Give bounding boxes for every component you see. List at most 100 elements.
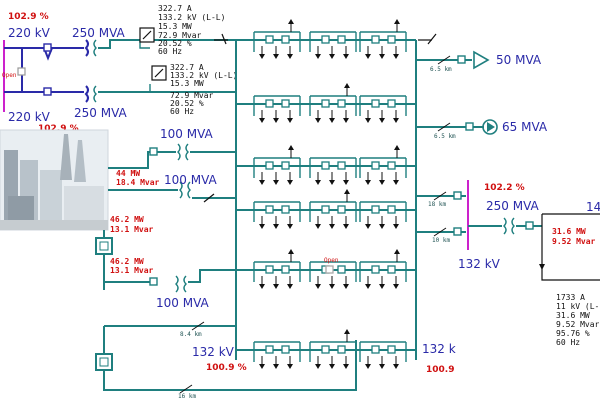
bay-breaker[interactable] xyxy=(265,35,274,44)
load-arrow-icon xyxy=(343,216,349,229)
feeder-bay xyxy=(359,145,407,185)
bay-breaker[interactable] xyxy=(371,99,380,108)
mid-breaker-b[interactable] xyxy=(453,227,462,236)
bay-breaker[interactable] xyxy=(321,35,330,44)
generation-arrow-icon xyxy=(394,145,400,158)
lower-switch-bottom[interactable] xyxy=(179,384,193,394)
bay-breaker[interactable] xyxy=(321,161,330,170)
load-arrow-icon xyxy=(365,216,371,229)
hv-bottom-pct: 102.9 % xyxy=(38,124,79,134)
load-50-symbol[interactable] xyxy=(437,50,490,70)
hv-breaker-top[interactable] xyxy=(43,43,52,52)
load-65-symbol[interactable] xyxy=(437,119,498,135)
bay-breaker[interactable] xyxy=(321,99,330,108)
load-arrow-icon xyxy=(329,216,335,229)
mid-km-b: 10 km xyxy=(432,237,450,244)
feeder-bay xyxy=(359,249,407,289)
load-arrow-icon xyxy=(329,172,335,185)
bay-breaker[interactable] xyxy=(337,345,346,354)
bay-breaker[interactable] xyxy=(281,265,290,274)
gen-switch-2[interactable] xyxy=(203,193,215,203)
bay-breaker[interactable] xyxy=(321,345,330,354)
bay-breaker[interactable] xyxy=(387,205,396,214)
bay-breaker[interactable] xyxy=(321,205,330,214)
feeder-bay xyxy=(253,341,301,369)
load-arrow-icon xyxy=(379,110,385,123)
gen-t1-mva: 100 MVA xyxy=(160,127,214,141)
switch-top-left[interactable] xyxy=(214,33,228,45)
load-arrow-icon xyxy=(343,356,349,369)
bay-breaker[interactable] xyxy=(337,265,346,274)
bay-breaker[interactable] xyxy=(337,205,346,214)
bay-breaker[interactable] xyxy=(265,99,274,108)
hv-breaker-bottom[interactable] xyxy=(43,87,52,96)
bay-breaker[interactable] xyxy=(281,205,290,214)
hv-tie-breaker[interactable] xyxy=(17,67,26,76)
gen-transformer-2[interactable] xyxy=(179,181,191,199)
gen-transformer-1[interactable] xyxy=(177,143,189,161)
bay-breaker[interactable] xyxy=(387,161,396,170)
generator-unit-2[interactable] xyxy=(95,353,113,371)
bay-breaker[interactable] xyxy=(387,99,396,108)
bay-breaker[interactable] xyxy=(281,35,290,44)
readout-2-pct: 20.52 % xyxy=(170,99,204,108)
lower-km-bottom: 16 km xyxy=(178,393,196,400)
bay-breaker[interactable] xyxy=(337,99,346,108)
bay-row xyxy=(236,189,416,229)
bay-breaker[interactable] xyxy=(387,265,396,274)
feeder-bay xyxy=(359,341,407,369)
bay-breaker[interactable] xyxy=(371,35,380,44)
gen-t3-mva: 100 MVA xyxy=(156,296,210,310)
readout-2-mw: 15.3 MW xyxy=(170,79,204,88)
mid-transformer[interactable] xyxy=(503,217,515,235)
bay-breaker[interactable] xyxy=(281,345,290,354)
readout-2: 322.7 A 133.2 kV (L-L) 15.3 MW 72.9 Mvar… xyxy=(170,63,237,116)
lower-pct-right: 100.9 xyxy=(426,365,454,375)
bay-row xyxy=(236,329,416,369)
generation-arrow-icon xyxy=(394,19,400,32)
bay-breaker[interactable] xyxy=(371,345,380,354)
gen-breaker-3[interactable] xyxy=(149,277,158,286)
bay-breaker[interactable] xyxy=(281,99,290,108)
hv-transformer-bottom[interactable] xyxy=(84,85,97,103)
bay-breaker[interactable] xyxy=(387,35,396,44)
bay-breaker[interactable] xyxy=(265,345,274,354)
feeder-bay xyxy=(253,249,301,289)
bay-breaker[interactable] xyxy=(281,161,290,170)
mid-km-a: 18 km xyxy=(428,201,446,208)
hv-open-label: Open xyxy=(2,72,17,79)
bay-breaker[interactable] xyxy=(371,265,380,274)
readout-1-pct: 20.52 % xyxy=(158,39,192,48)
lower-kv-left: 132 kV xyxy=(192,345,235,359)
load-65-mva: 65 MVA xyxy=(502,120,548,134)
mid-switch-a[interactable] xyxy=(433,191,447,201)
gen-breaker-1[interactable] xyxy=(149,147,158,156)
bay-open-breaker[interactable] xyxy=(325,265,334,274)
bay-breaker[interactable] xyxy=(265,205,274,214)
bay-breaker[interactable] xyxy=(337,161,346,170)
load-arrow-icon xyxy=(393,216,399,229)
load-arrow-icon xyxy=(273,172,279,185)
gen-transformer-3[interactable] xyxy=(175,275,187,293)
meter-1[interactable] xyxy=(139,27,155,43)
feeder-bay xyxy=(359,19,407,59)
right-breaker[interactable] xyxy=(525,221,534,230)
bay-breaker[interactable] xyxy=(337,35,346,44)
bay-breaker[interactable] xyxy=(387,345,396,354)
mid-switch-b[interactable] xyxy=(433,227,447,237)
hv-transformer-top[interactable] xyxy=(84,39,97,57)
load-arrow-icon xyxy=(329,110,335,123)
generator-unit-1[interactable] xyxy=(95,237,113,255)
generation-arrow-icon xyxy=(394,249,400,262)
lower-switch-top[interactable] xyxy=(191,321,205,331)
readout-2-mvar: 72.9 Mvar xyxy=(170,91,214,100)
mid-breaker-a[interactable] xyxy=(453,191,462,200)
hv-link-top xyxy=(98,39,236,49)
bay-breaker[interactable] xyxy=(371,205,380,214)
load-arrow-icon xyxy=(329,46,335,59)
meter-2[interactable] xyxy=(151,65,167,81)
bay-breaker[interactable] xyxy=(265,161,274,170)
bay-breaker[interactable] xyxy=(265,265,274,274)
bay-breaker[interactable] xyxy=(371,161,380,170)
switch-top-right[interactable] xyxy=(418,33,437,45)
